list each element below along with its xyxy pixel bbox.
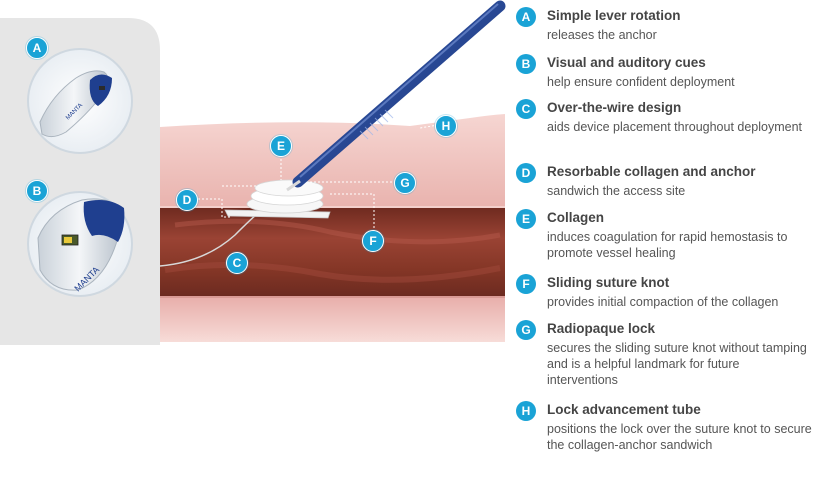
legend-badge: D	[516, 163, 536, 183]
callout-g: G	[394, 172, 416, 194]
legend-description: releases the anchor	[547, 28, 657, 42]
callout-d: D	[176, 189, 198, 211]
legend-description: sandwich the access site	[547, 184, 686, 198]
callout-h: H	[435, 115, 457, 137]
inset-a-device-detail: MANTA	[27, 48, 133, 154]
legend-description: secures the sliding suture knot without …	[547, 341, 807, 387]
callout-a: A	[26, 37, 48, 59]
legend-badge: B	[516, 54, 536, 74]
legend-badge: A	[516, 7, 536, 27]
legend-badge: C	[516, 99, 536, 119]
legend-description: positions the lock over the suture knot …	[547, 422, 812, 452]
inset-b-device-detail: MANTA	[27, 191, 133, 297]
legend-title: Resorbable collagen and anchor	[547, 164, 756, 179]
tube-highlight	[299, 3, 499, 178]
collagen	[246, 179, 324, 214]
leader-lines	[198, 124, 439, 232]
advancement-tube	[292, 0, 506, 188]
legend-description: help ensure confident deployment	[547, 75, 735, 89]
callout-c: C	[226, 252, 248, 274]
tissue-layer	[160, 297, 505, 342]
tube-markings	[359, 109, 394, 140]
legend-title: Over-the-wire design	[547, 100, 682, 115]
vessel-texture	[174, 218, 501, 245]
legend-title: Visual and auditory cues	[547, 55, 706, 70]
legend-title: Simple lever rotation	[547, 8, 681, 23]
legend-badge: F	[516, 274, 536, 294]
vessel-texture	[164, 261, 501, 283]
legend-badge: E	[516, 209, 536, 229]
legend-description: induces coagulation for rapid hemostasis…	[547, 230, 788, 260]
blood-vessel	[160, 207, 505, 297]
legend-badge: G	[516, 320, 536, 340]
legend-title: Radiopaque lock	[547, 321, 656, 336]
callout-f: F	[362, 230, 384, 252]
legend-title: Collagen	[547, 210, 605, 225]
callout-b: B	[26, 180, 48, 202]
legend-title: Lock advancement tube	[547, 402, 701, 417]
radiopaque-lock	[286, 179, 301, 192]
legend-title: Sliding suture knot	[547, 275, 670, 290]
legend-description: provides initial compaction of the colla…	[547, 295, 779, 309]
callout-e: E	[270, 135, 292, 157]
legend-description: aids device placement throughout deploym…	[547, 120, 803, 134]
legend-badge: H	[516, 401, 536, 421]
tissue-layer	[160, 114, 505, 207]
